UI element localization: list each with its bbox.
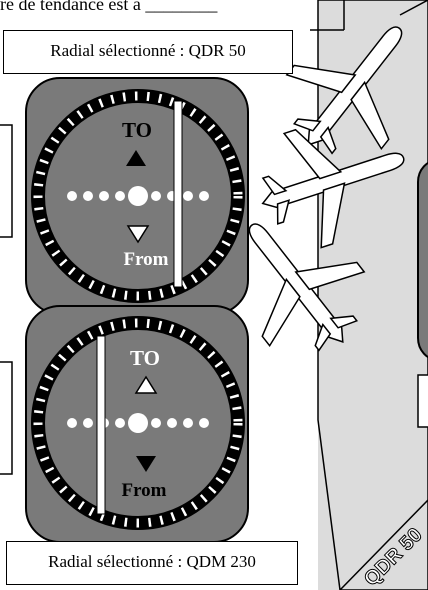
- vor-instrument-bottom: TO From: [25, 305, 249, 543]
- instrument-top-dial-ticks: [33, 91, 243, 301]
- from-flag-indicator-filled: [136, 456, 156, 472]
- to-flag-indicator-filled: [126, 150, 146, 166]
- left-answer-box-1: [0, 124, 13, 238]
- instrument-bottom-center-dot: [128, 413, 148, 433]
- question-text-fragment: re de tendance est à ________: [0, 0, 218, 14]
- left-answer-box-2: [0, 361, 13, 475]
- to-label-top: TO: [122, 118, 152, 142]
- to-label-bottom: TO: [130, 346, 160, 370]
- radial-label-bottom: Radial sélectionné : QDM 230: [6, 541, 298, 585]
- side-label-box-partial: [417, 374, 428, 428]
- radial-label-top: Radial sélectionné : QDR 50: [3, 30, 293, 74]
- instrument-bottom-dial-ticks: [33, 318, 243, 528]
- aircraft-icon-3: [248, 223, 366, 352]
- instrument-top-dots: [67, 186, 209, 206]
- aircraft-icon-1: [285, 26, 403, 155]
- instrument-top-center-dot: [128, 186, 148, 206]
- to-flag-indicator-hollow: [134, 375, 158, 394]
- cdi-needle-top: [173, 100, 183, 288]
- vor-instrument-top: TO From: [25, 77, 249, 315]
- from-label-bottom: From: [121, 480, 166, 501]
- from-label-top: From: [123, 249, 168, 270]
- ground-panel-border: [399, 0, 428, 16]
- radial-line: [339, 499, 428, 590]
- cdi-needle-bottom: [96, 335, 106, 515]
- aircraft-icon-2: [261, 128, 405, 249]
- side-instrument-partial: [417, 161, 428, 359]
- from-flag-indicator-hollow: [126, 225, 150, 244]
